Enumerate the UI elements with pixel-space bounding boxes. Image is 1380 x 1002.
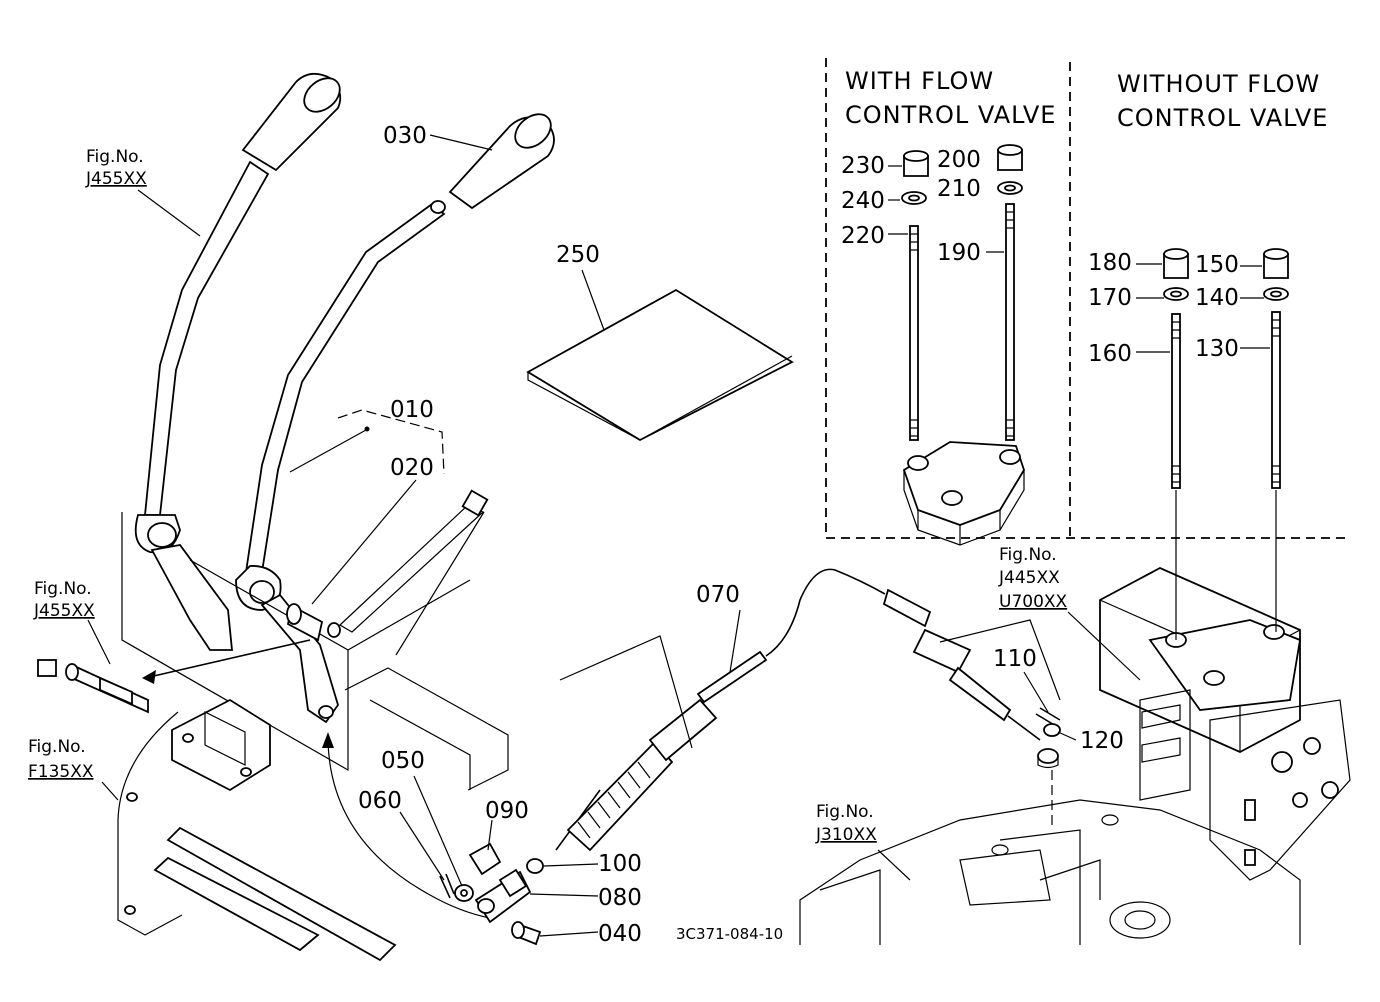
part-040: 040	[598, 921, 642, 947]
heading-without-flow-line2: CONTROL VALVE	[1117, 104, 1328, 132]
part-180: 180	[1088, 250, 1132, 276]
heading-without-flow-line1: WITHOUT FLOW	[1117, 70, 1320, 98]
nut-150	[1263, 248, 1289, 279]
leader-fig-mid-left	[87, 619, 111, 665]
leader-050	[413, 775, 463, 887]
leader-090	[487, 819, 493, 851]
transmission-housing	[799, 799, 1301, 945]
fig-ref-bottom-left: F135XX	[28, 762, 94, 782]
clevis-080	[474, 868, 532, 924]
lever-030	[235, 113, 555, 724]
flow-valve-cover	[902, 441, 1025, 546]
part-100: 100	[598, 851, 642, 877]
stud-160	[1171, 313, 1181, 489]
part-050: 050	[381, 748, 425, 774]
washer-210	[997, 181, 1023, 195]
part-170: 170	[1088, 285, 1132, 311]
part-130: 130	[1195, 336, 1239, 362]
part-140: 140	[1195, 285, 1239, 311]
part-070: 070	[696, 582, 740, 608]
washer-170	[1163, 287, 1189, 301]
leader-fig-j310	[877, 849, 911, 881]
frame-f135	[117, 667, 509, 962]
bracket	[171, 698, 271, 792]
washer-240	[901, 191, 927, 205]
heading-with-flow-line1: WITH FLOW	[845, 67, 994, 95]
valve-variant-frame	[825, 58, 1350, 539]
bushing-020	[286, 603, 341, 642]
part-250: 250	[556, 242, 600, 268]
leader-020	[311, 479, 417, 605]
part-190: 190	[937, 240, 981, 266]
stud-190	[1005, 203, 1015, 441]
drawing-code: 3C371-084-10	[676, 925, 783, 943]
fig-ref-bottom-right: J310XX	[815, 825, 877, 845]
leader-070	[729, 609, 741, 673]
nut-230	[903, 150, 929, 177]
part-210: 210	[937, 176, 981, 202]
pivot-pin	[37, 639, 311, 714]
part-020: 020	[390, 455, 434, 481]
leader-110	[1023, 671, 1049, 713]
part-060: 060	[358, 788, 402, 814]
assembly-arrow	[327, 739, 491, 919]
leader-250	[581, 269, 605, 331]
part-160: 160	[1088, 341, 1132, 367]
cable-070	[555, 568, 1041, 852]
stud-220	[909, 225, 919, 441]
leader-070-b	[939, 619, 1061, 701]
part-090: 090	[485, 798, 529, 824]
washer-050	[454, 884, 474, 902]
nut-200	[997, 144, 1023, 171]
part-030: 030	[383, 123, 427, 149]
leader-fig-top-left	[137, 189, 201, 237]
part-220: 220	[841, 223, 885, 249]
fig-ref-right-valve-1: J445XX	[998, 568, 1060, 588]
link-rod	[339, 489, 489, 656]
leader-080	[529, 893, 599, 897]
part-230: 230	[841, 153, 885, 179]
leader-120	[1057, 731, 1077, 741]
clip-090	[468, 842, 502, 876]
leader-030	[429, 134, 493, 151]
part-120: 120	[1080, 728, 1124, 754]
stud-130	[1271, 311, 1281, 489]
fig-label-right-valve: Fig.No.	[999, 545, 1057, 565]
link-110-120	[1035, 707, 1061, 828]
fig-label-mid-left: Fig.No.	[34, 579, 92, 599]
lever-left	[134, 72, 342, 651]
washer-140	[1263, 287, 1289, 301]
fig-label-bottom-right: Fig.No.	[816, 802, 874, 822]
fig-ref-mid-left: J455XX	[33, 601, 95, 621]
nut-100	[526, 858, 544, 874]
manual-250	[526, 288, 794, 442]
part-010: 010	[390, 397, 434, 423]
heading-with-flow-line2: CONTROL VALVE	[845, 101, 1056, 129]
leader-060	[399, 811, 445, 881]
pin-040	[511, 921, 542, 946]
group-010-bracket	[337, 409, 445, 475]
part-200: 200	[937, 147, 981, 173]
nut-180	[1163, 248, 1189, 279]
leader-070-a	[559, 635, 693, 749]
leader-100	[543, 863, 599, 867]
fig-label-top-left: Fig.No.	[86, 147, 144, 167]
cotter-pin-060	[439, 873, 455, 899]
part-110: 110	[993, 646, 1037, 672]
leader-fig-bottom-left	[101, 781, 119, 801]
part-150: 150	[1195, 252, 1239, 278]
part-240: 240	[841, 188, 885, 214]
fig-ref-top-left: J455XX	[85, 169, 147, 189]
leader-fig-j445	[1067, 611, 1141, 681]
leader-010	[289, 429, 367, 473]
fig-ref-right-valve-2: U700XX	[999, 592, 1068, 612]
fig-label-bottom-left: Fig.No.	[28, 737, 86, 757]
control-valve-body	[1099, 566, 1351, 881]
part-080: 080	[598, 885, 642, 911]
dot-010	[364, 426, 370, 432]
leader-040	[539, 931, 599, 937]
